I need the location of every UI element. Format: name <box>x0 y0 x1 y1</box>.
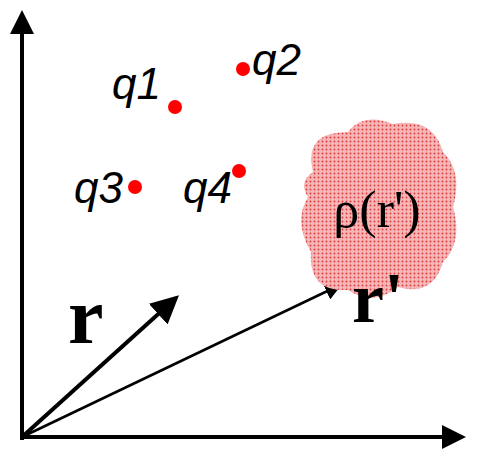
x-axis <box>20 435 462 439</box>
point-charge <box>128 180 142 194</box>
charge-label: q4 <box>183 166 232 210</box>
density-label: ρ(r') <box>293 184 461 236</box>
charge-label: q3 <box>74 166 123 210</box>
point-charge <box>168 100 182 114</box>
point-charge <box>236 62 250 76</box>
vector-label: r <box>68 276 104 356</box>
charge-label: q2 <box>252 38 301 82</box>
point-charge <box>232 164 246 178</box>
charge-label: q1 <box>112 62 161 106</box>
y-axis <box>20 14 24 440</box>
vector-label: r' <box>352 262 404 334</box>
